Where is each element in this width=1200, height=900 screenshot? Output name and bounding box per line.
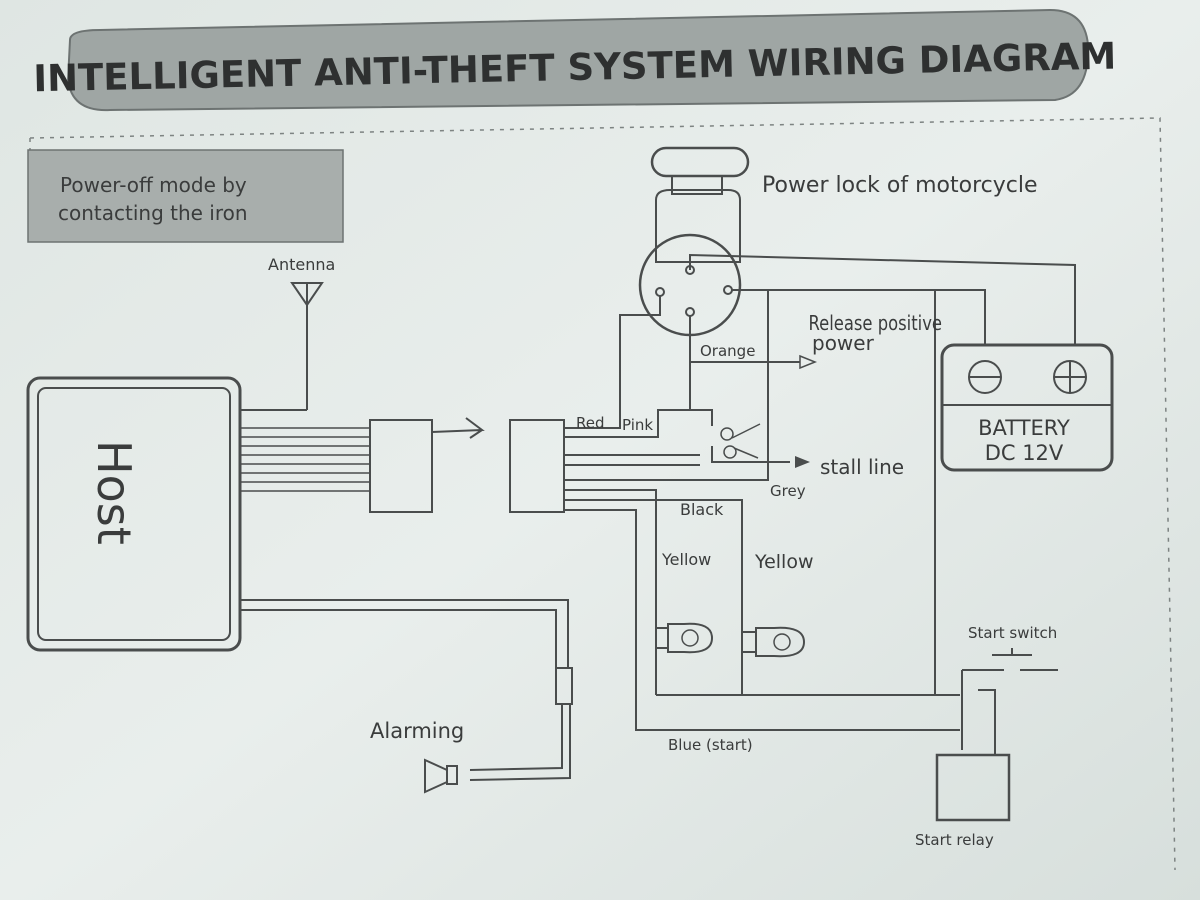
- horn-icon: [424, 758, 458, 794]
- wire-label-stall: stall line: [820, 455, 904, 479]
- wire-label-grey: Grey: [770, 482, 806, 500]
- mode-label-line1: Power-off mode by: [60, 173, 247, 197]
- mode-label-box: Power-off mode by contacting the iron: [27, 149, 344, 243]
- title-banner: INTELLIGENT ANTI-THEFT SYSTEM WIRING DIA…: [33, 8, 1117, 112]
- wire-label-black: Black: [680, 500, 724, 519]
- host-label: Host: [87, 440, 141, 545]
- mode-label-line2: contacting the iron: [58, 201, 248, 225]
- start-switch-label: Start switch: [968, 624, 1057, 642]
- antenna-symbol: Antenna: [240, 255, 335, 411]
- host-box: Host: [26, 376, 242, 652]
- battery-label-line1: BATTERY: [978, 416, 1070, 440]
- wire-label-blue: Blue (start): [668, 736, 753, 754]
- ignition-wiring: [564, 253, 1076, 731]
- alarming-label: Alarming: [370, 719, 464, 743]
- bulb-left: [656, 622, 714, 654]
- wire-label-yellow-right: Yellow: [754, 551, 814, 573]
- wire-label-red: Red: [576, 414, 605, 432]
- scissors-icon: [720, 423, 761, 459]
- antenna-label: Antenna: [268, 255, 335, 274]
- power-lock-label: Power lock of motorcycle: [762, 173, 1038, 198]
- connector-left: [369, 417, 485, 513]
- start-switch-symbol: Start switch: [961, 624, 1058, 750]
- ignition-lock-symbol: Power lock of motorcycle: [638, 146, 1038, 337]
- bulb-right: [742, 626, 806, 658]
- wire-label-pink: Pink: [622, 416, 653, 434]
- release-label-line1: Release positive: [809, 313, 942, 336]
- alarm-wiring: [240, 599, 573, 781]
- harness-left: [240, 427, 370, 492]
- wire-label-yellow-left: Yellow: [661, 550, 711, 569]
- start-relay-label: Start relay: [915, 831, 994, 849]
- battery-plus-icon: [1053, 360, 1087, 394]
- battery-label-line2: DC 12V: [985, 441, 1064, 465]
- release-label-line2: power: [812, 331, 875, 355]
- start-relay-symbol: Start relay: [915, 689, 1011, 849]
- battery-symbol: BATTERY DC 12V: [940, 343, 1114, 472]
- wire-label-orange: Orange: [700, 342, 755, 360]
